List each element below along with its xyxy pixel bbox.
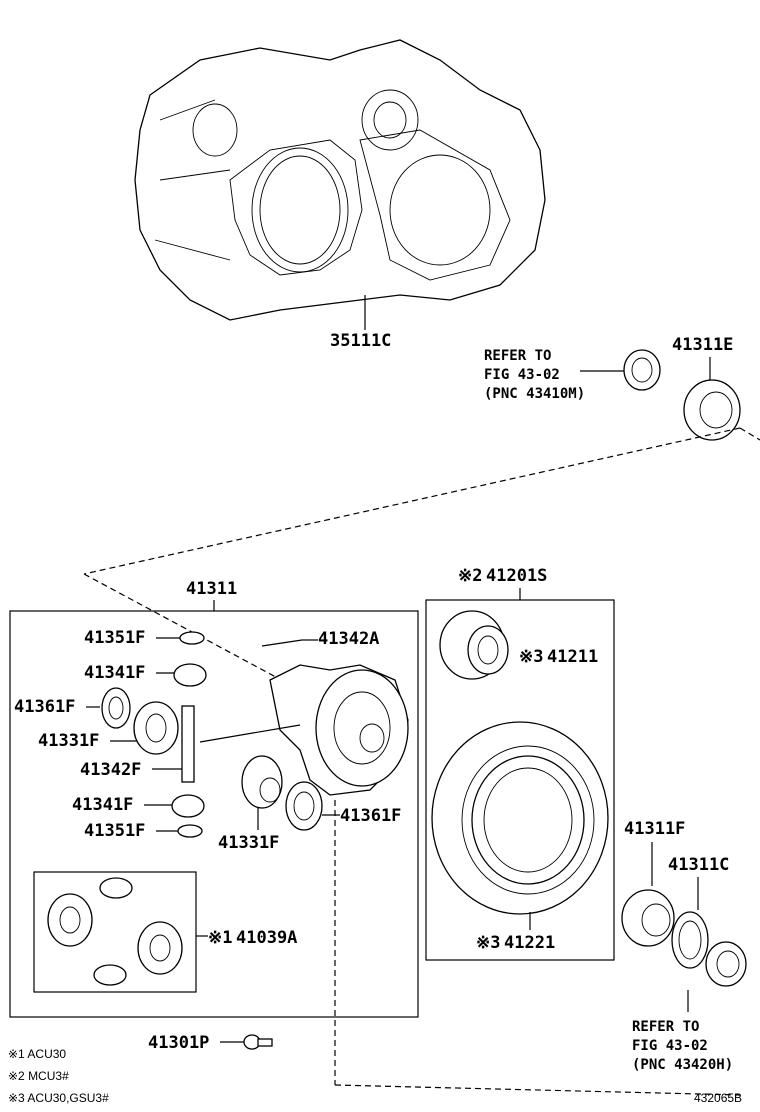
washer-41351F-bot [177, 824, 203, 838]
box-41311 [9, 610, 419, 1018]
bearing-race-41311C [671, 911, 709, 969]
label-41342F: 41342F [80, 760, 141, 780]
ring-gear-41221 [431, 721, 609, 915]
note-2: ※2 MCU3# [8, 1069, 69, 1083]
lock-pin-41342A [261, 639, 303, 647]
label-41331F-left: 41331F [38, 731, 99, 751]
label-41331F-right: 41331F [218, 833, 279, 853]
refer-top-line2: FIG 43-02 [484, 367, 560, 383]
label-41342A: 41342A [318, 629, 379, 649]
oil-seal-bottom [705, 941, 747, 987]
label-35111C: 35111C [330, 331, 391, 351]
label-41351F-bot: 41351F [84, 821, 145, 841]
figure-id: 432065B [694, 1091, 742, 1105]
label-41301P: 41301P [148, 1033, 209, 1053]
refer-note-top: REFER TO FIG 43-02 (PNC 43410M) [484, 348, 624, 402]
bearing-41311F [621, 889, 675, 947]
marker-1-41039A: ※1 [208, 928, 232, 948]
washer-41351F-top [179, 631, 205, 645]
label-41361F-left: 41361F [14, 697, 75, 717]
label-41361F-right: 41361F [340, 806, 401, 826]
label-41221: 41221 [504, 933, 555, 953]
differential-case [199, 664, 409, 796]
refer-bottom-line1: REFER TO [632, 1019, 699, 1035]
marker-2-41201S: ※2 [458, 566, 482, 586]
refer-top-line1: REFER TO [484, 348, 551, 364]
oil-seal-top [623, 349, 661, 391]
label-41311C: 41311C [668, 855, 729, 875]
label-41211: 41211 [547, 647, 598, 667]
label-41311F: 41311F [624, 819, 685, 839]
note-3: ※3 ACU30,GSU3# [8, 1091, 109, 1105]
note-1: ※1 ACU30 [8, 1047, 66, 1061]
marker-3-41211: ※3 [519, 647, 543, 667]
bolt-41301P [243, 1034, 273, 1050]
label-41311: 41311 [186, 579, 237, 599]
label-41351F-top: 41351F [84, 628, 145, 648]
box-41039A [33, 871, 197, 993]
pinion-shaft [181, 705, 195, 783]
refer-bottom-line2: FIG 43-02 [632, 1038, 708, 1054]
label-41341F-bot: 41341F [72, 795, 133, 815]
label-41341F-top: 41341F [84, 663, 145, 683]
washer-41361F-left [101, 687, 131, 729]
label-41039A: 41039A [236, 928, 297, 948]
gear-41341F-bot [171, 794, 205, 818]
label-41311E: 41311E [672, 335, 733, 355]
marker-3-41221: ※3 [476, 933, 500, 953]
transaxle-housing [134, 39, 546, 330]
pinion-gear-set [47, 877, 183, 986]
gear-41341F-top [173, 663, 207, 687]
drive-pinion-41211 [439, 610, 509, 680]
washer-41361F-right [285, 781, 323, 831]
refer-top-line3: (PNC 43410M) [484, 386, 585, 402]
refer-bottom-line3: (PNC 43420H) [632, 1057, 733, 1073]
box-41201S [425, 599, 615, 961]
label-41201S: 41201S [486, 566, 547, 586]
bearing-41311E [683, 379, 741, 441]
side-gear-41331F-left [133, 701, 179, 755]
